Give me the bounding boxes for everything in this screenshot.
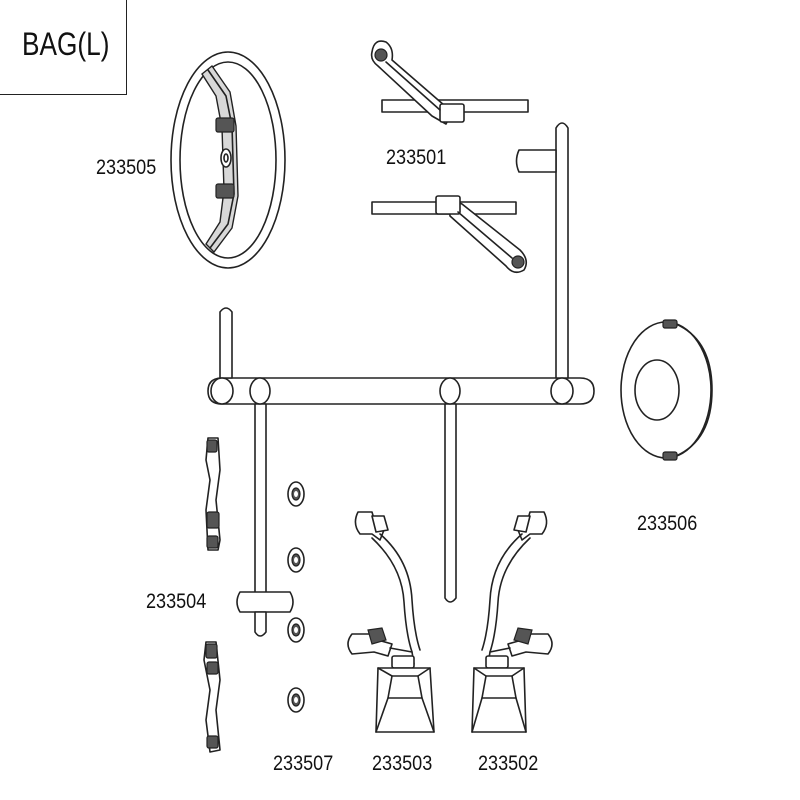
spare-tire-cover-part xyxy=(620,319,713,461)
part-label-233504: 233504 xyxy=(146,590,207,613)
part-label-233502: 233502 xyxy=(478,752,539,775)
small-light-4 xyxy=(287,687,305,713)
part-label-233501: 233501 xyxy=(386,146,447,169)
door-handle-lower xyxy=(203,641,221,753)
part-label-233505: 233505 xyxy=(96,156,157,179)
bag-title: BAG(L) xyxy=(22,26,110,62)
part-label-233507: 233507 xyxy=(273,752,334,775)
part-label-233503: 233503 xyxy=(372,752,433,775)
small-light-3 xyxy=(287,617,305,643)
steering-wheel-part xyxy=(170,51,286,269)
part-label-233506: 233506 xyxy=(637,512,698,535)
wiper-arm-lower xyxy=(371,195,528,274)
sprue-frame xyxy=(207,122,595,637)
mirror-left-part xyxy=(347,511,435,733)
bag-title-box: BAG(L) xyxy=(0,0,127,95)
door-handle-upper xyxy=(205,437,221,551)
wiper-arm-upper xyxy=(370,40,529,125)
small-light-2 xyxy=(287,547,305,573)
small-light-1 xyxy=(287,481,305,507)
mirror-right-part xyxy=(471,511,553,733)
